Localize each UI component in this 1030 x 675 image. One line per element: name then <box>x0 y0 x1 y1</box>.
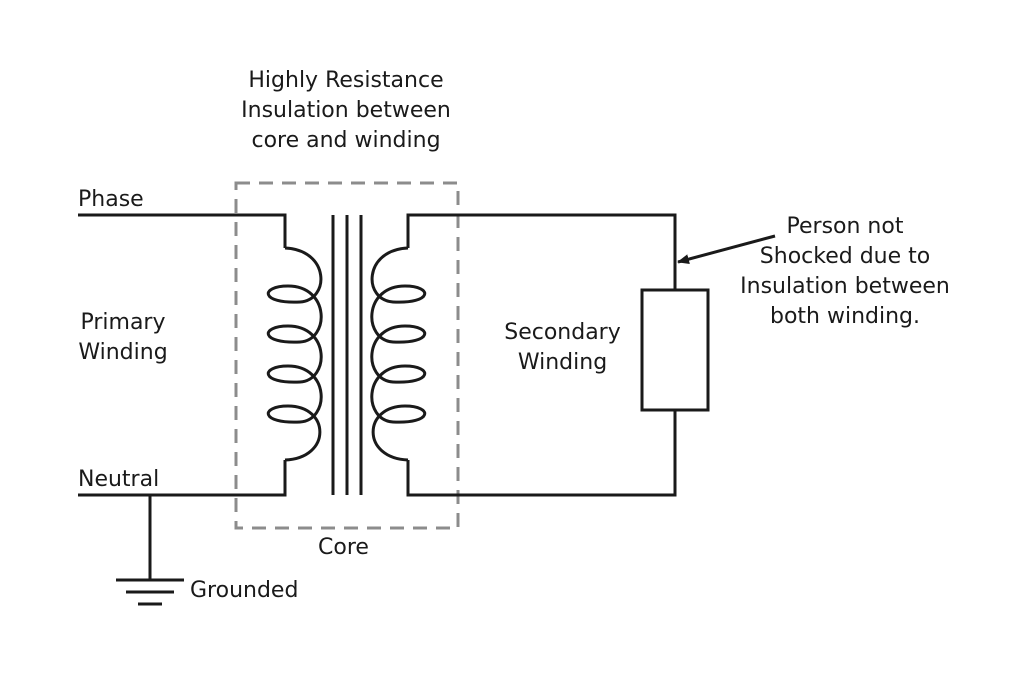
primary-coil <box>267 246 323 462</box>
primary-label-line-2: Winding <box>78 340 168 365</box>
neutral-wire <box>78 460 287 497</box>
person-note-label: Person not Shocked due to Insulation bet… <box>725 212 965 332</box>
secondary-label-line-1: Secondary <box>504 320 621 345</box>
person-note-line-3: Insulation between <box>740 274 950 299</box>
insulation-label-line-2: Insulation between <box>241 98 451 123</box>
core-boundary <box>234 181 460 530</box>
grounded-label-text: Grounded <box>190 578 299 603</box>
secondary-top-wire <box>406 213 677 290</box>
insulation-label: Highly Resistance Insulation between cor… <box>226 66 466 156</box>
insulation-label-line-1: Highly Resistance <box>248 68 444 93</box>
phase-label: Phase <box>78 185 144 215</box>
neutral-label-text: Neutral <box>78 467 160 492</box>
secondary-label-line-2: Winding <box>517 350 608 375</box>
secondary-coil <box>370 246 426 462</box>
insulation-label-line-3: core and winding <box>251 128 441 153</box>
grounded-label: Grounded <box>190 576 298 606</box>
load-resistor <box>640 288 710 412</box>
pointer-arrow <box>677 234 776 264</box>
neutral-label: Neutral <box>78 465 159 495</box>
person-note-line-4: both winding. <box>769 304 920 329</box>
core-label: Core <box>318 533 369 563</box>
person-note-line-1: Person not <box>786 214 904 239</box>
core-label-text: Core <box>318 535 369 560</box>
phase-label-text: Phase <box>78 187 144 212</box>
secondary-bottom-wire <box>406 410 677 497</box>
primary-winding-label: Primary Winding <box>68 308 178 368</box>
iron-core <box>331 215 363 495</box>
person-note-line-2: Shocked due to <box>759 244 931 269</box>
secondary-winding-label: Secondary Winding <box>490 318 635 378</box>
phase-wire <box>78 213 287 248</box>
primary-label-line-1: Primary <box>80 310 166 335</box>
ground-symbol <box>116 578 184 606</box>
